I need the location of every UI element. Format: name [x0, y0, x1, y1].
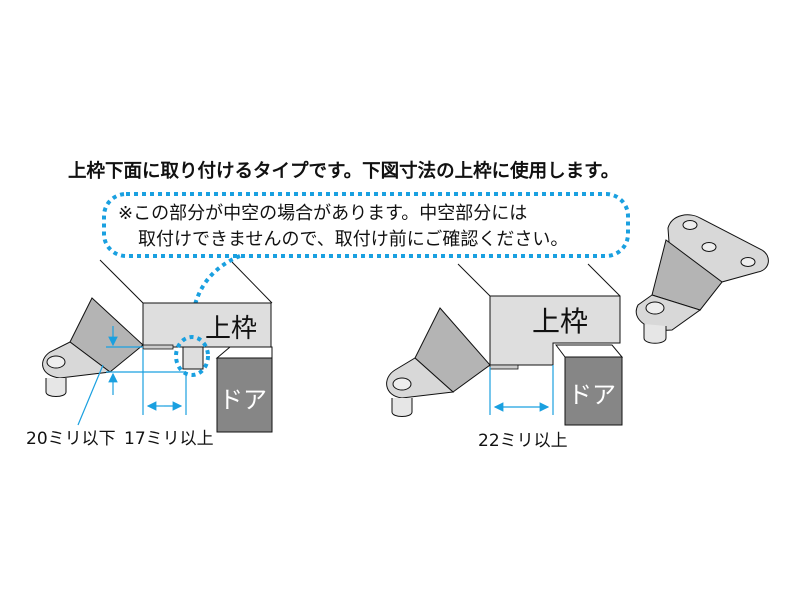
left-installation: 上枠 ドア 20ミリ以下 17ミリ以上 — [26, 259, 273, 449]
door-label-left: ドア — [219, 386, 267, 414]
frame-left — [142, 302, 272, 348]
note-line-2: 取付けできませんので、取付け前にご確認ください。 — [138, 229, 568, 250]
bracket-product — [635, 214, 769, 344]
note-line-1: ※この部分が中空の場合があります。中空部分には — [118, 203, 527, 224]
dim-min-depth-right: 22ミリ以上 — [478, 431, 568, 451]
frame-label-left: 上枠 — [205, 314, 257, 344]
door-left — [216, 357, 273, 433]
hollow-part — [182, 346, 204, 370]
note-callout: ※この部分が中空の場合があります。中空部分には 取付けできませんので、取付け前に… — [102, 192, 630, 345]
title: 上枠下面に取り付けるタイプです。下図寸法の上枠に使用します。 — [68, 160, 619, 182]
door-right — [564, 356, 623, 426]
right-installation: 上枠 ドア 22ミリ以上 — [386, 263, 624, 451]
dim-max-height: 20ミリ以下 — [26, 429, 116, 449]
door-label-right: ドア — [568, 381, 616, 409]
dim-min-depth-left: 17ミリ以上 — [124, 429, 214, 449]
frame-label-right: 上枠 — [532, 305, 588, 338]
